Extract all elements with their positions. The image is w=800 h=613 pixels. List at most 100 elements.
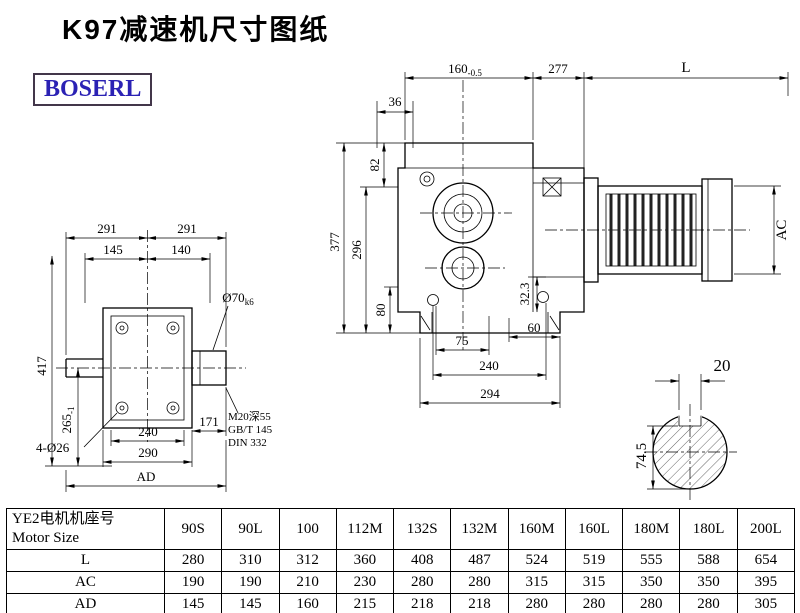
- dim-377-label: 377: [327, 232, 342, 252]
- dim-74-5-label: 74.5: [634, 443, 650, 469]
- column-header-0: 90S: [163, 508, 223, 550]
- main-top-dims: 160-0.5 277 L 36: [376, 60, 789, 176]
- dim-291b-label: 291: [177, 221, 197, 236]
- gearbox-housing-outline: [397, 142, 585, 334]
- note-m20-label: M20深55: [228, 410, 271, 423]
- side-view: [56, 230, 246, 442]
- dim-L-label: L: [681, 60, 690, 76]
- main-bottom-dims: 32.3 75 60 240 294: [419, 276, 561, 408]
- column-header-6: 160M: [507, 508, 566, 550]
- side-dims: 291 291 145 140 Ø70k6 417 265-1 240 171 …: [34, 221, 273, 492]
- cell-AC-3: 230: [335, 571, 395, 594]
- note-din-label: DIN 332: [228, 437, 267, 449]
- dim-holes-label: 4-Ø26: [36, 440, 70, 455]
- technical-drawing: 160-0.5 277 L 36 82 296 377 80 32.3: [34, 60, 790, 500]
- dim-82-label: 82: [367, 159, 382, 172]
- dim-AC-label: AC: [774, 220, 790, 241]
- cell-AD-4: 218: [393, 593, 452, 613]
- motor-size-header-en: Motor Size: [12, 530, 80, 546]
- flange-bolt-hole: [166, 321, 180, 335]
- cell-AD-0: 145: [163, 593, 223, 613]
- row-label-AC: AC: [6, 571, 165, 594]
- motor-size-header-cell: YE2电机机座号 Motor Size: [6, 508, 165, 550]
- cell-AC-8: 350: [622, 571, 681, 594]
- column-header-8: 180M: [622, 508, 681, 550]
- dim-36-label: 36: [389, 94, 403, 109]
- dim-145-label: 145: [103, 242, 123, 257]
- main-view: [397, 80, 750, 352]
- lower-bearing-circle: [441, 246, 485, 290]
- column-header-2: 100: [278, 508, 337, 550]
- cell-AC-9: 350: [679, 571, 738, 594]
- cell-AD-8: 280: [622, 593, 681, 613]
- cell-AC-6: 315: [507, 571, 566, 594]
- dim-240-main-label: 240: [479, 358, 499, 373]
- dim-32-3-label: 32.3: [517, 283, 532, 306]
- column-header-3: 112M: [335, 508, 395, 550]
- dim-290-label: 290: [138, 445, 158, 460]
- dim-291a-label: 291: [97, 221, 117, 236]
- flange-bolt-hole: [115, 401, 129, 415]
- dim-417-label: 417: [34, 356, 49, 376]
- dim-60-label: 60: [528, 320, 541, 335]
- cell-L-2: 312: [278, 549, 337, 572]
- page-title: K97减速机尺寸图纸: [62, 14, 330, 45]
- row-label-L: L: [6, 549, 165, 572]
- dim-80-label: 80: [373, 304, 388, 317]
- output-shaft-stub: [191, 350, 227, 386]
- dim-240-side-label: 240: [138, 424, 158, 439]
- input-shaft: [65, 358, 103, 378]
- dim-277-label: 277: [548, 61, 568, 76]
- cell-L-10: 654: [736, 549, 796, 572]
- dim-key-width-label: 20: [714, 356, 731, 375]
- cell-L-7: 519: [564, 549, 624, 572]
- cell-AC-10: 395: [736, 571, 796, 594]
- motor-ac-dim: AC: [734, 185, 790, 275]
- cell-AD-5: 218: [450, 593, 509, 613]
- cell-AC-1: 190: [221, 571, 280, 594]
- cell-L-0: 280: [163, 549, 223, 572]
- cell-AD-6: 280: [507, 593, 566, 613]
- cell-L-3: 360: [335, 549, 395, 572]
- cell-AC-5: 280: [450, 571, 509, 594]
- cell-L-6: 524: [507, 549, 566, 572]
- dim-296-label: 296: [349, 240, 364, 260]
- output-bearing-circle: [432, 182, 494, 244]
- dim-171-label: 171: [199, 414, 219, 429]
- column-header-1: 90L: [221, 508, 280, 550]
- column-header-10: 200L: [736, 508, 796, 550]
- cell-AD-7: 280: [564, 593, 624, 613]
- foot-hole-left: [427, 294, 439, 306]
- boserl-logo: BOSERL: [33, 73, 153, 106]
- row-label-AD: AD: [6, 593, 165, 613]
- note-gbt-label: GB/T 145: [228, 424, 273, 436]
- dim-160-label: 160-0.5: [448, 61, 482, 78]
- shaft-section-view: 20 74.5: [634, 356, 737, 500]
- flange-bolt-hole: [115, 321, 129, 335]
- cell-L-8: 555: [622, 549, 681, 572]
- cell-L-9: 588: [679, 549, 738, 572]
- cell-L-5: 487: [450, 549, 509, 572]
- column-header-9: 180L: [679, 508, 738, 550]
- cell-AC-2: 210: [278, 571, 337, 594]
- motor-size-header-cn: YE2电机机座号: [12, 511, 115, 527]
- boserl-logo-text: BOSERL: [44, 76, 142, 102]
- column-header-4: 132S: [393, 508, 452, 550]
- cell-AD-1: 145: [221, 593, 280, 613]
- dim-75-label: 75: [456, 333, 469, 348]
- top-bolt-circle: [419, 171, 435, 187]
- motor-fins: [605, 193, 697, 267]
- cell-AC-7: 315: [564, 571, 624, 594]
- cell-AD-9: 280: [679, 593, 738, 613]
- dim-AD-label: AD: [137, 469, 156, 484]
- fan-cover: [701, 178, 733, 282]
- column-header-7: 160L: [564, 508, 624, 550]
- cell-AC-4: 280: [393, 571, 452, 594]
- flange-bolt-hole: [166, 401, 180, 415]
